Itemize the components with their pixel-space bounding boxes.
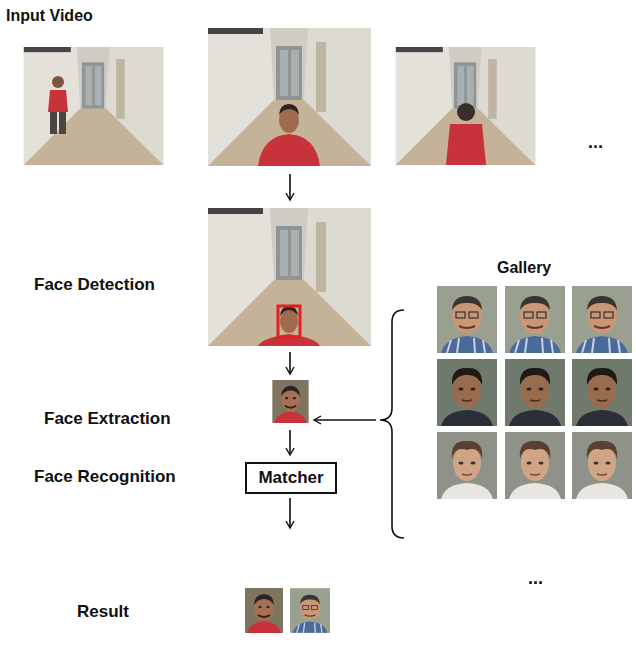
- ellipsis-mark: ...: [528, 568, 543, 589]
- stage-label: Input Video: [6, 7, 93, 25]
- extracted-face: [272, 380, 308, 423]
- stage-label: Gallery: [497, 259, 551, 277]
- stage-label: Face Recognition: [34, 467, 176, 487]
- stage-label: Face Extraction: [44, 409, 171, 429]
- video-frame: [208, 28, 371, 166]
- detection-frame: [208, 208, 371, 346]
- stage-label: Result: [77, 602, 129, 622]
- video-frame: [396, 47, 535, 165]
- video-frame: [24, 47, 163, 165]
- box-label: Matcher: [258, 468, 323, 488]
- ellipsis-mark: ...: [588, 132, 603, 153]
- gallery-bracket: [380, 310, 404, 538]
- gallery-faces: [437, 286, 632, 499]
- stage-label: Face Detection: [34, 275, 155, 295]
- result-face: [245, 588, 283, 633]
- result-face: [290, 588, 330, 633]
- process-box: Matcher: [245, 462, 337, 494]
